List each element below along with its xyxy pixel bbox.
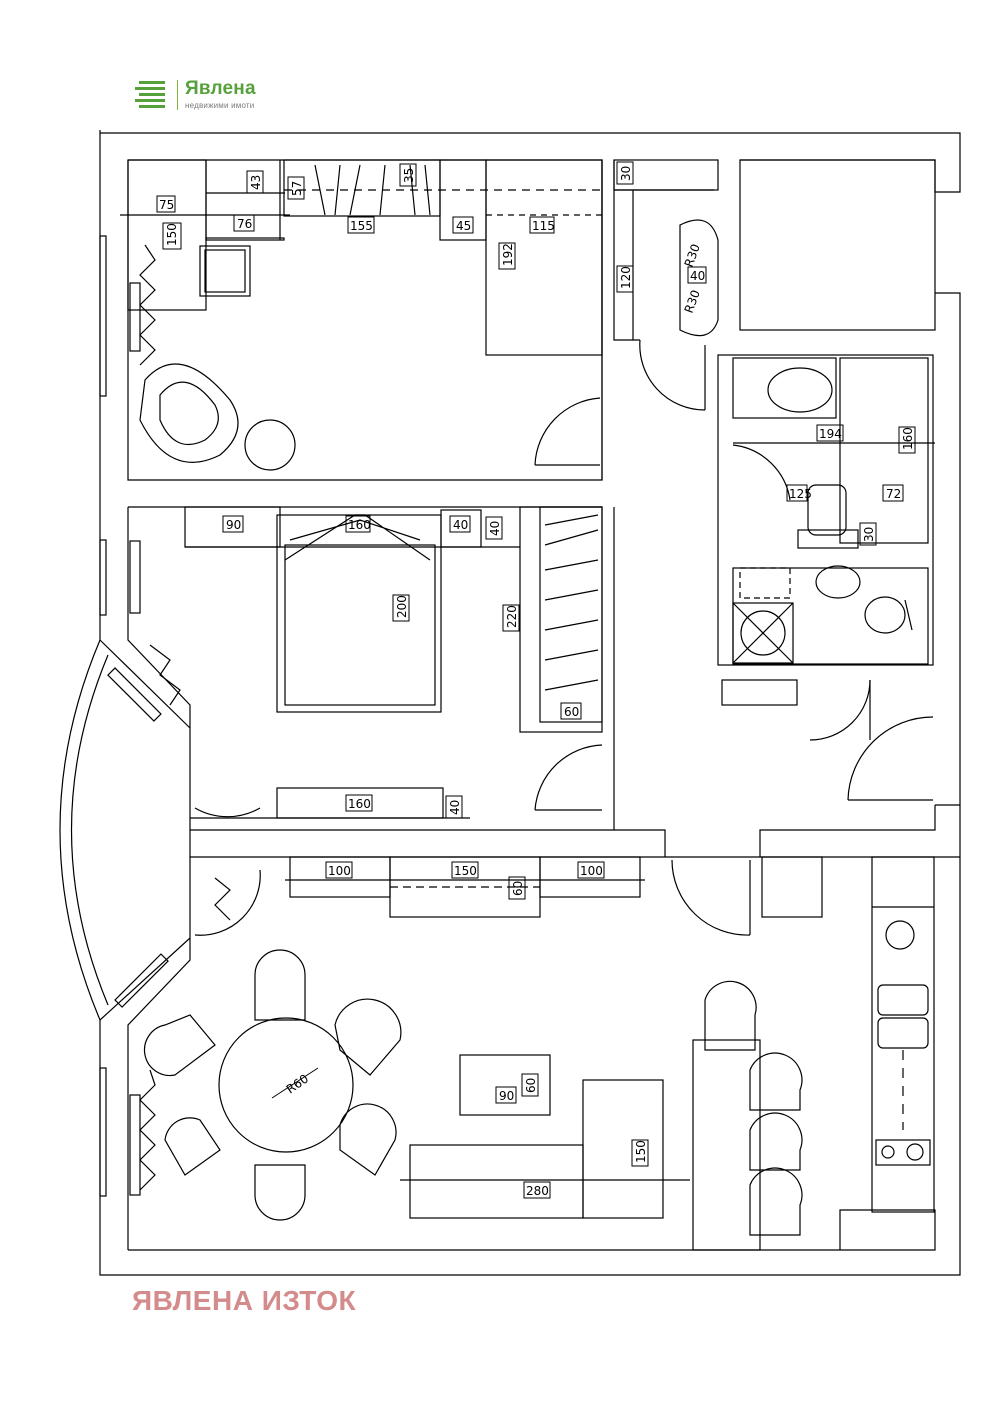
dim-label: 150 bbox=[454, 864, 477, 878]
bedroom-top-furniture bbox=[120, 159, 603, 471]
dim-label: 100 bbox=[328, 864, 351, 878]
dim-label: 150 bbox=[634, 1140, 648, 1163]
dim-label: 60 bbox=[524, 1078, 538, 1093]
dim-label: 72 bbox=[886, 487, 901, 501]
dim-label: 125 bbox=[789, 487, 812, 501]
window bbox=[99, 235, 141, 1197]
corridor-closet bbox=[613, 159, 936, 340]
dim-label: 35 bbox=[402, 168, 416, 183]
logo-separator bbox=[177, 80, 178, 110]
dim-label: 90 bbox=[499, 1089, 514, 1103]
dim-label: 40 bbox=[453, 518, 468, 532]
dim-label: 43 bbox=[249, 175, 263, 190]
dim-label: 76 bbox=[237, 217, 252, 231]
brand-name: Явлена bbox=[185, 78, 256, 99]
dim-label: 100 bbox=[580, 864, 603, 878]
dim-label: 160 bbox=[901, 427, 915, 450]
dim-label: 280 bbox=[526, 1184, 549, 1198]
dim-label: 192 bbox=[501, 243, 515, 266]
dim-label: 40 bbox=[448, 800, 462, 815]
footer-title: ЯВЛЕНА ИЗТОК bbox=[132, 1285, 357, 1316]
dim-label: 160 bbox=[348, 797, 371, 811]
dim-label: 60 bbox=[564, 705, 579, 719]
brand-logo: Явлена недвижими имоти bbox=[135, 76, 295, 116]
logo-mark-icon bbox=[135, 81, 165, 108]
bathroom bbox=[717, 354, 935, 801]
dim-label: 160 bbox=[348, 518, 371, 532]
dim-label: 60 bbox=[511, 881, 525, 896]
dim-label: 150 bbox=[165, 223, 179, 246]
outer-wall bbox=[99, 130, 961, 1276]
dim-label: 90 bbox=[226, 518, 241, 532]
dim-label: 30 bbox=[619, 166, 633, 181]
door bbox=[534, 339, 706, 466]
dim-label: R30 bbox=[682, 288, 703, 315]
dim-label: 30 bbox=[862, 527, 876, 542]
dim-label: 40 bbox=[488, 521, 502, 536]
dim-label: R30 bbox=[682, 242, 703, 269]
dim-label: 115 bbox=[532, 219, 555, 233]
bay-window bbox=[59, 639, 191, 1021]
dim-label: 40 bbox=[690, 269, 705, 283]
dim-label: 200 bbox=[395, 595, 409, 618]
dim-label: 45 bbox=[456, 219, 471, 233]
dimension-labels: 75 150 76 43 57 35 155 45 115 192 30 120… bbox=[156, 161, 916, 1199]
dim-label: 75 bbox=[159, 198, 174, 212]
dim-label: 57 bbox=[290, 181, 304, 196]
dim-label: 155 bbox=[350, 219, 373, 233]
dim-label: 220 bbox=[505, 605, 519, 628]
dim-label: 194 bbox=[819, 427, 842, 441]
dim-label: 120 bbox=[619, 266, 633, 289]
living-room bbox=[139, 856, 935, 1251]
brand-tagline: недвижими имоти bbox=[185, 101, 255, 110]
bedroom-middle bbox=[149, 506, 603, 819]
